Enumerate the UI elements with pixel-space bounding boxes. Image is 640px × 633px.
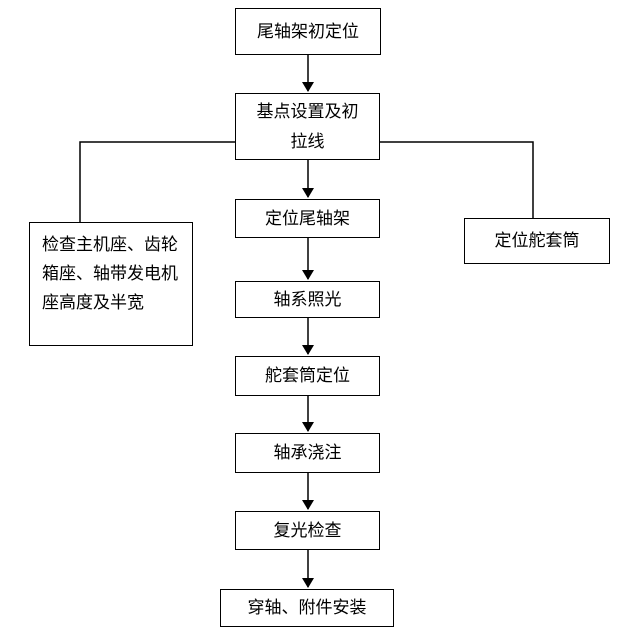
node-label: 轴系照光 <box>273 289 342 310</box>
node-label: 尾轴架初定位 <box>257 21 359 42</box>
node-label: 检查主机座、齿轮箱座、轴带发电机座高度及半宽 <box>42 235 178 313</box>
node-label: 穿轴、附件安装 <box>247 598 367 618</box>
node-position-tailshaft-bracket: 定位尾轴架 <box>235 199 380 238</box>
node-rudder-tube-positioning: 舵套筒定位 <box>235 356 380 396</box>
node-bearing-pouring: 轴承浇注 <box>235 433 380 473</box>
node-label: 舵套筒定位 <box>265 366 350 386</box>
node-datum-setup-and-initial-wire: 基点设置及初拉线 <box>235 93 380 160</box>
node-check-heights: 检查主机座、齿轮箱座、轴带发电机座高度及半宽 <box>29 222 193 346</box>
branch-line-left <box>79 141 235 222</box>
node-shaft-insertion-and-fittings: 穿轴、附件安装 <box>220 589 394 627</box>
node-recheck-sighting: 复光检查 <box>235 511 380 550</box>
node-label: 定位舵套筒 <box>494 231 580 251</box>
node-label: 基点设置及初拉线 <box>256 101 359 152</box>
node-label: 轴承浇注 <box>273 443 342 463</box>
branch-line-right <box>380 141 534 218</box>
node-label: 定位尾轴架 <box>265 208 350 229</box>
node-tailshaft-bracket-initial-position: 尾轴架初定位 <box>235 8 381 55</box>
node-position-rudder-tube: 定位舵套筒 <box>464 218 610 264</box>
node-label: 复光检查 <box>273 520 342 541</box>
node-shafting-sighting: 轴系照光 <box>235 281 380 318</box>
